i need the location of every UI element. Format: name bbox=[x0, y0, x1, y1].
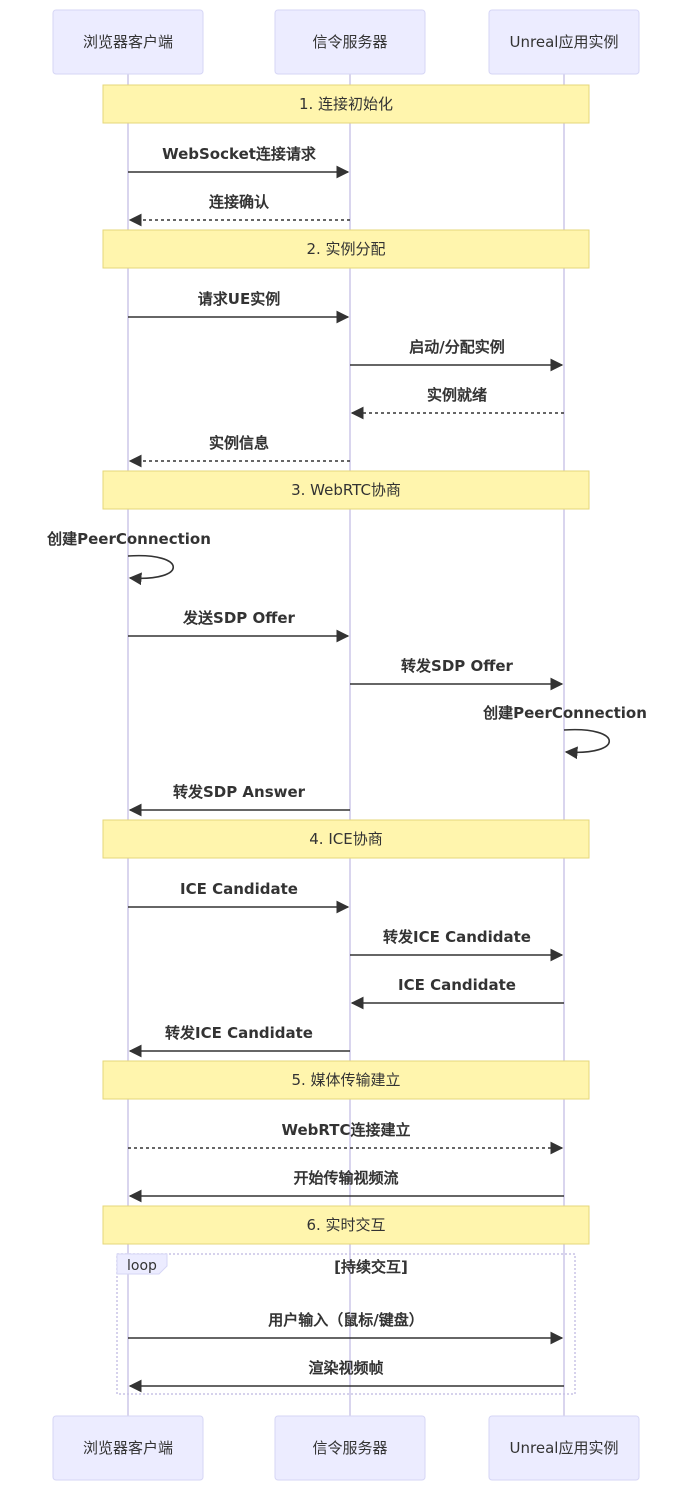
message: WebRTC连接建立 bbox=[128, 1121, 564, 1155]
loop-frame: loop [持续交互] bbox=[116, 1253, 576, 1395]
actor-label: Unreal应用实例 bbox=[510, 33, 619, 51]
note-label: 3. WebRTC协商 bbox=[291, 481, 401, 499]
self-message-arrow bbox=[563, 728, 610, 760]
message: 请求UE实例 bbox=[128, 290, 350, 324]
message: 连接确认 bbox=[128, 193, 350, 227]
section-note: 1. 连接初始化 bbox=[102, 84, 590, 124]
section-note: 2. 实例分配 bbox=[102, 229, 590, 269]
message-label: 实例信息 bbox=[209, 434, 269, 452]
self-message-arrow bbox=[127, 554, 174, 586]
loop-label-tab bbox=[116, 1253, 168, 1275]
note-box bbox=[102, 819, 590, 859]
message-label: 渲染视频帧 bbox=[308, 1359, 383, 1377]
message: ICE Candidate bbox=[128, 880, 350, 914]
actor-box bbox=[488, 9, 640, 75]
loop-title: [持续交互] bbox=[334, 1258, 408, 1276]
note-label: 4. ICE协商 bbox=[309, 830, 382, 848]
message: 实例就绪 bbox=[350, 386, 564, 420]
message-label: 转发ICE Candidate bbox=[165, 1024, 313, 1042]
actor-label: 浏览器客户端 bbox=[83, 1439, 173, 1457]
actor-signal-top: 信令服务器 bbox=[274, 9, 426, 75]
loop-box bbox=[116, 1253, 576, 1395]
message-label: WebRTC连接建立 bbox=[281, 1121, 410, 1139]
actor-box bbox=[488, 1415, 640, 1481]
note-label: 5. 媒体传输建立 bbox=[291, 1071, 400, 1089]
message: 转发SDP Answer bbox=[128, 783, 350, 817]
actor-browser-top: 浏览器客户端 bbox=[52, 9, 204, 75]
actor-box bbox=[52, 9, 204, 75]
actor-ue-bottom: Unreal应用实例 bbox=[488, 1415, 640, 1481]
message-label: 请求UE实例 bbox=[198, 290, 280, 308]
self-message-label: 创建PeerConnection bbox=[46, 530, 211, 548]
message-label: 转发ICE Candidate bbox=[383, 928, 531, 946]
section-note: 5. 媒体传输建立 bbox=[102, 1060, 590, 1100]
message-label: 发送SDP Offer bbox=[182, 609, 296, 627]
message-label: 转发SDP Offer bbox=[401, 657, 514, 675]
actor-ue-top: Unreal应用实例 bbox=[488, 9, 640, 75]
message: 转发ICE Candidate bbox=[350, 928, 564, 962]
message: 转发SDP Offer bbox=[350, 657, 564, 691]
self-message: 创建PeerConnection bbox=[46, 530, 211, 586]
message-label: 实例就绪 bbox=[427, 386, 487, 404]
message-label: 用户输入（鼠标/键盘） bbox=[268, 1311, 423, 1329]
message: 开始传输视频流 bbox=[128, 1169, 564, 1203]
section-note: 4. ICE协商 bbox=[102, 819, 590, 859]
section-note: 3. WebRTC协商 bbox=[102, 470, 590, 510]
message: 启动/分配实例 bbox=[350, 338, 564, 372]
note-box bbox=[102, 1060, 590, 1100]
actor-label: Unreal应用实例 bbox=[510, 1439, 619, 1457]
self-message: 创建PeerConnection bbox=[482, 704, 647, 760]
section-note: 6. 实时交互 bbox=[102, 1205, 590, 1245]
actor-label: 信令服务器 bbox=[312, 1439, 387, 1457]
message-label: WebSocket连接请求 bbox=[162, 145, 317, 163]
message-label: ICE Candidate bbox=[180, 880, 298, 898]
message-label: 连接确认 bbox=[209, 193, 270, 211]
actor-label: 信令服务器 bbox=[312, 33, 387, 51]
actor-box bbox=[52, 1415, 204, 1481]
note-box bbox=[102, 1205, 590, 1245]
self-message-label: 创建PeerConnection bbox=[482, 704, 647, 722]
note-label: 2. 实例分配 bbox=[306, 240, 385, 258]
message: 渲染视频帧 bbox=[128, 1359, 564, 1393]
message: 实例信息 bbox=[128, 434, 350, 468]
actor-label: 浏览器客户端 bbox=[83, 33, 173, 51]
note-label: 6. 实时交互 bbox=[306, 1216, 385, 1234]
message: WebSocket连接请求 bbox=[128, 145, 350, 179]
message-label: 转发SDP Answer bbox=[173, 783, 306, 801]
message-label: 开始传输视频流 bbox=[293, 1169, 398, 1187]
message: 发送SDP Offer bbox=[128, 609, 350, 643]
message-label: ICE Candidate bbox=[398, 976, 516, 994]
message: 转发ICE Candidate bbox=[128, 1024, 350, 1058]
actor-box bbox=[274, 9, 426, 75]
actor-box bbox=[274, 1415, 426, 1481]
note-box bbox=[102, 229, 590, 269]
message: 用户输入（鼠标/键盘） bbox=[128, 1311, 564, 1345]
note-box bbox=[102, 84, 590, 124]
actor-browser-bottom: 浏览器客户端 bbox=[52, 1415, 204, 1481]
note-label: 1. 连接初始化 bbox=[299, 95, 393, 113]
note-box bbox=[102, 470, 590, 510]
message: ICE Candidate bbox=[350, 976, 564, 1010]
message-label: 启动/分配实例 bbox=[409, 338, 504, 356]
actor-signal-bottom: 信令服务器 bbox=[274, 1415, 426, 1481]
loop-label: loop bbox=[127, 1258, 157, 1274]
